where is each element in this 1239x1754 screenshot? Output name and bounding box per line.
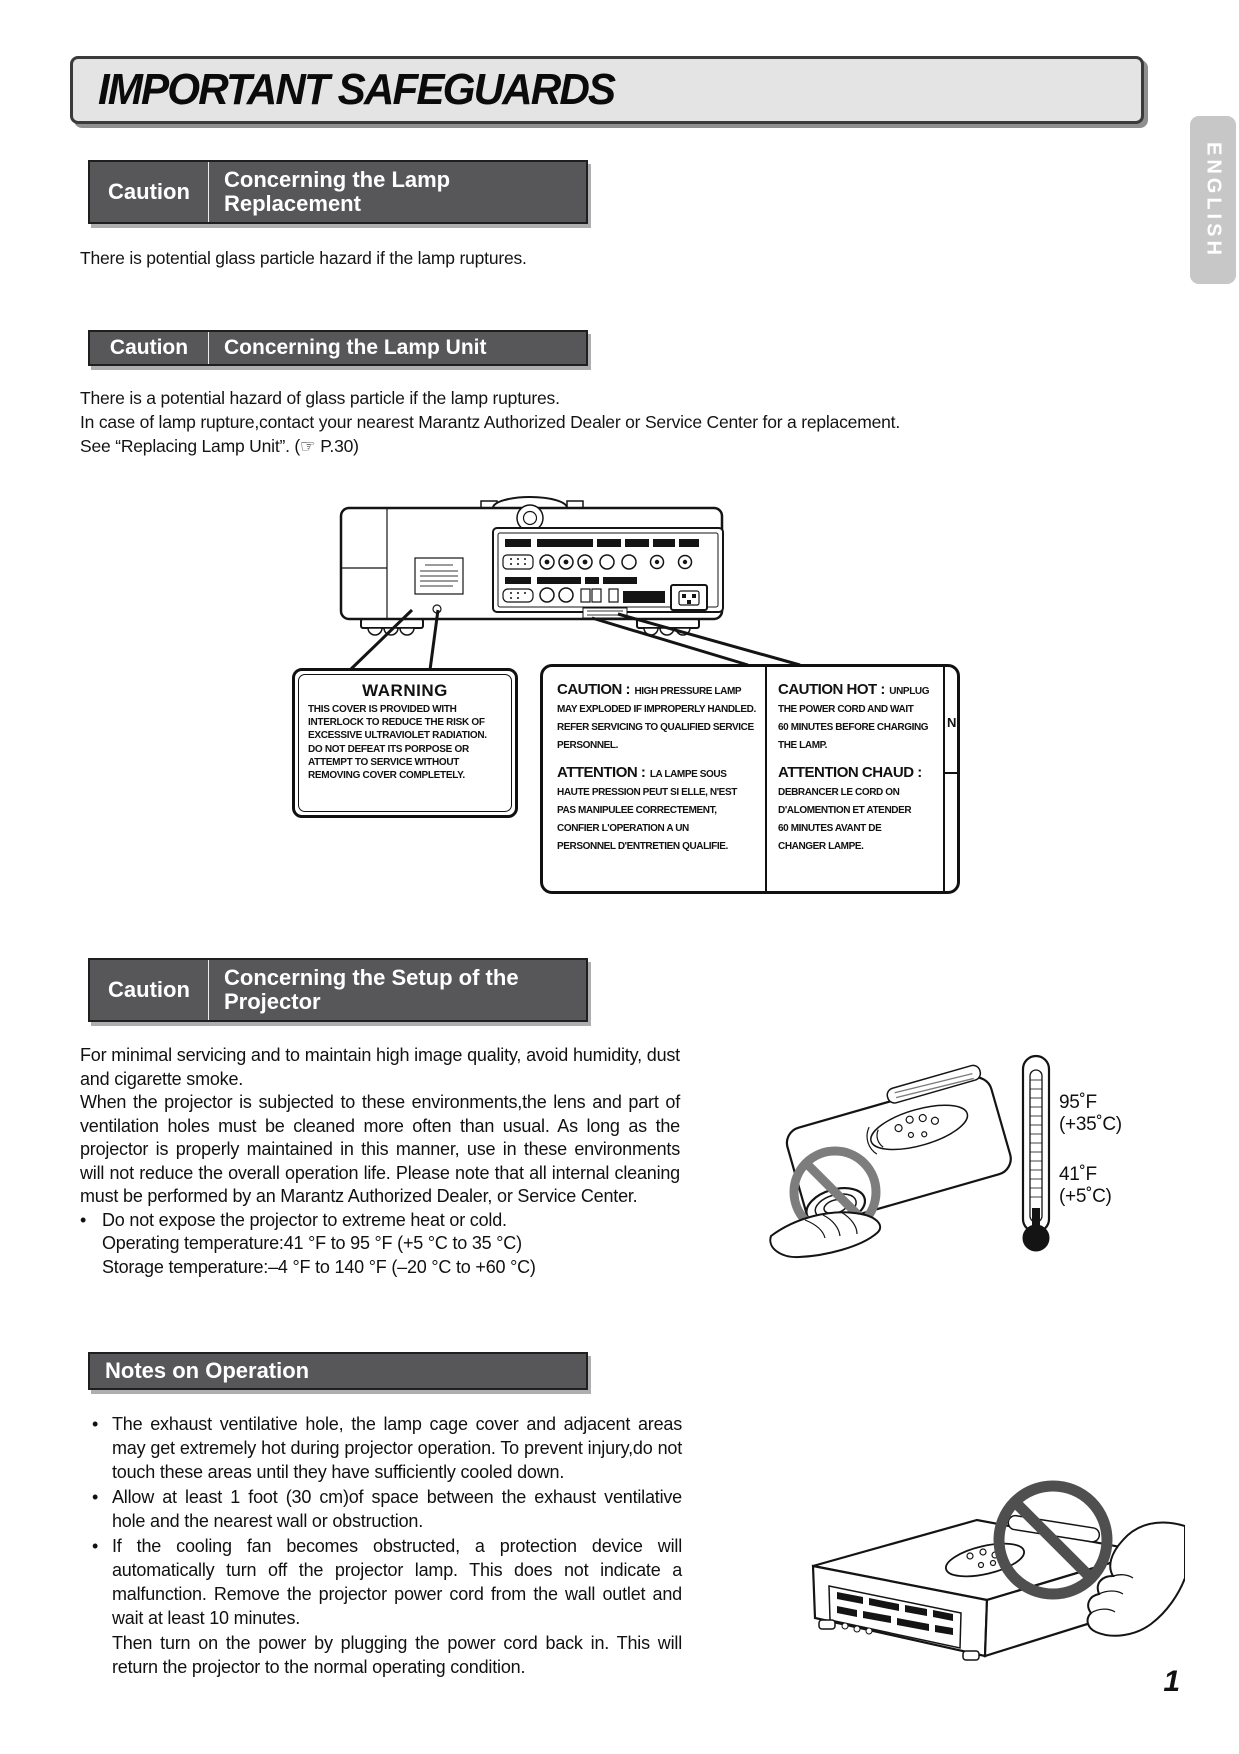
notes-bullet-list: • The exhaust ventilative hole, the lamp… — [92, 1412, 682, 1680]
setup-temperatures: Operating temperature:41 °F to 95 °F (+5… — [102, 1233, 536, 1277]
thermometer-high-label: 95˚F (+35˚C) — [1059, 1092, 1122, 1135]
warning-sticker-body: THIS COVER IS PROVIDED WITH INTERLOCK TO… — [308, 704, 487, 781]
projector-rear-illustration — [339, 496, 724, 636]
lamp-unit-body: There is a potential hazard of glass par… — [80, 388, 900, 456]
caution-sticker-english-french-column: CAUTION : HIGH PRESSURE LAMP MAY EXPLODE… — [543, 667, 765, 891]
note-text: Then turn on the power by plugging the p… — [112, 1633, 682, 1677]
control-pad — [870, 1104, 969, 1151]
caution-bar-label: Caution — [90, 960, 209, 1020]
list-item: • If the cooling fan becomes obstructed,… — [92, 1534, 682, 1630]
title-banner: IMPORTANT SAFEGUARDS — [70, 56, 1144, 124]
note-text: The exhaust ventilative hole, the lamp c… — [112, 1414, 682, 1482]
caution-hot-body: UNPLUG THE POWER CORD AND WAIT 60 MINUTE… — [778, 686, 930, 751]
caution-bar-title: Concerning the Setup of the Projector — [224, 965, 519, 1014]
bullet-dot: • — [92, 1536, 99, 1556]
bullet-dot: • — [80, 1209, 87, 1230]
caution-bar-lamp-replacement: Caution Concerning the Lamp Replacement — [88, 160, 588, 224]
setup-bullet-text: Do not expose the projector to extreme h… — [102, 1209, 507, 1230]
caution-hot-head: CAUTION HOT : — [778, 681, 885, 698]
caution-sticker-clipped-column: N — [943, 667, 957, 891]
list-item: Then turn on the power by plugging the p… — [92, 1631, 682, 1679]
thermometer-icon — [1021, 1054, 1051, 1252]
setup-paragraph-1: For minimal servicing and to maintain hi… — [80, 1045, 680, 1089]
prohibition-icon — [993, 1480, 1113, 1600]
setup-bullet: • Do not expose the projector to extreme… — [80, 1209, 680, 1233]
caution-hot-column: CAUTION HOT : UNPLUG THE POWER CORD AND … — [765, 667, 943, 891]
attention-head: ATTENTION : — [557, 764, 646, 781]
caution-bar-lamp-unit: Caution Concerning the Lamp Unit — [88, 330, 588, 366]
setup-paragraph-2: When the projector is subjected to these… — [80, 1092, 680, 1206]
page-number: 1 — [1163, 1665, 1180, 1698]
attention-body: LA LAMPE SOUS HAUTE PRESSION PEUT SI ELL… — [557, 769, 737, 852]
warning-sticker: WARNING THIS COVER IS PROVIDED WITH INTE… — [292, 668, 518, 818]
bullet-dot — [92, 1631, 112, 1679]
clipped-letter: N — [947, 715, 957, 730]
callout-lines — [348, 608, 801, 672]
attention-chaud-body: DEBRANCER LE CORD ON D'ALOMENTION ET ATE… — [778, 787, 912, 852]
hand-icon — [1086, 1521, 1185, 1637]
note-text: If the cooling fan becomes obstructed, a… — [112, 1536, 682, 1628]
note-text: Allow at least 1 foot (30 cm)of space be… — [112, 1487, 682, 1531]
bullet-dot: • — [92, 1414, 99, 1434]
notes-on-operation-bar: Notes on Operation — [88, 1352, 588, 1390]
caution-bar-title: Concerning the Lamp Replacement — [224, 167, 451, 216]
caution-body: HIGH PRESSURE LAMP MAY EXPLODED IF IMPRO… — [557, 686, 756, 751]
hand-icon — [769, 1211, 882, 1259]
list-item: • The exhaust ventilative hole, the lamp… — [92, 1412, 682, 1484]
bullet-dot: • — [92, 1487, 99, 1507]
setup-section-text: For minimal servicing and to maintain hi… — [80, 1044, 680, 1279]
caution-bar-title: Concerning the Lamp Unit — [224, 335, 487, 359]
setup-illustration — [769, 1054, 1051, 1259]
thermometer-low-label: 41˚F (+5˚C) — [1059, 1164, 1112, 1207]
list-item: • Allow at least 1 foot (30 cm)of space … — [92, 1485, 682, 1533]
do-not-touch-illustration — [811, 1480, 1185, 1661]
language-tab: ENGLISH — [1190, 116, 1236, 284]
caution-head: CAUTION : — [557, 681, 631, 698]
language-tab-label: ENGLISH — [1202, 141, 1225, 259]
warning-sticker-title: WARNING — [362, 681, 448, 700]
caution-bar-setup: Caution Concerning the Setup of the Proj… — [88, 958, 588, 1022]
caution-sticker: CAUTION : HIGH PRESSURE LAMP MAY EXPLODE… — [540, 664, 960, 894]
caution-bar-label: Caution — [90, 162, 209, 222]
attention-chaud-head: ATTENTION CHAUD : — [778, 764, 922, 781]
page-title: IMPORTANT SAFEGUARDS — [97, 65, 616, 114]
caution-bar-label: Caution — [90, 332, 209, 364]
notes-title: Notes on Operation — [105, 1358, 310, 1383]
lamp-replacement-body: There is potential glass particle hazard… — [80, 248, 527, 268]
